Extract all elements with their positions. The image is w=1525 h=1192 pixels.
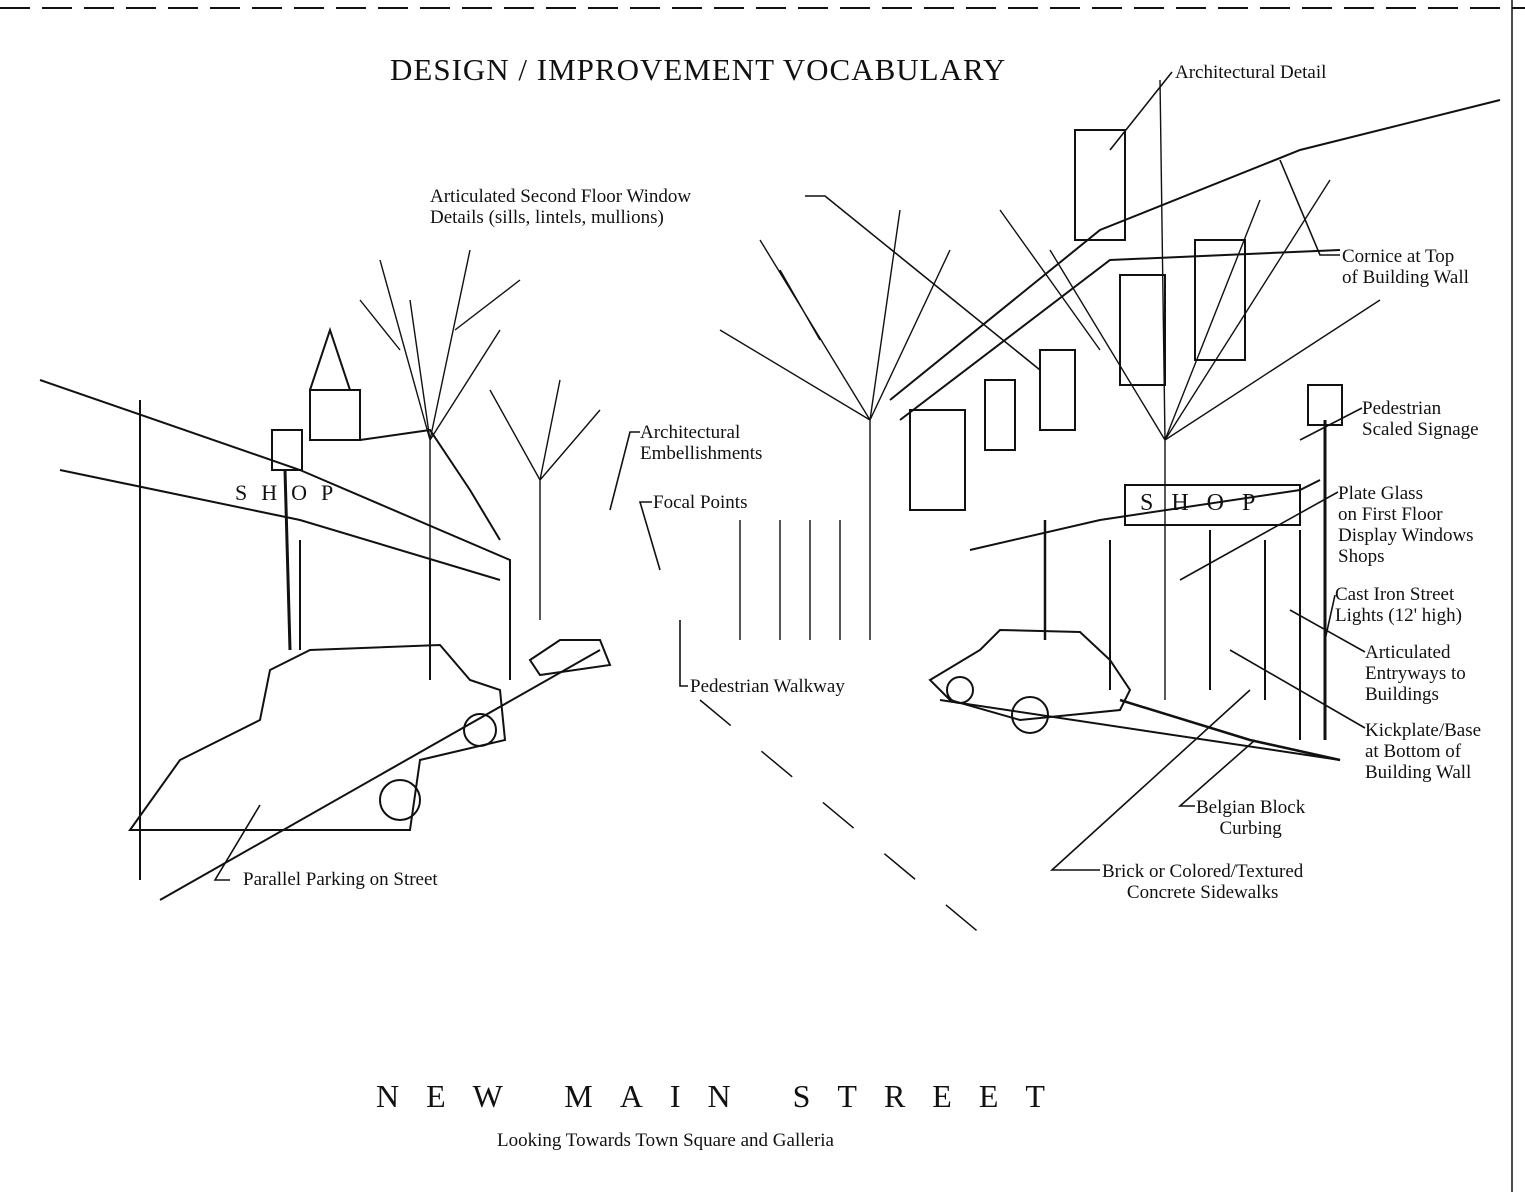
- shop-sign-right: [1124, 484, 1301, 526]
- footer-heading: NEW MAIN STREET: [376, 1078, 1072, 1114]
- label-line: Embellishments: [640, 443, 763, 464]
- label-line: Shops: [1338, 546, 1385, 567]
- label-line: Articulated Second Floor Window: [430, 186, 692, 207]
- label-line: on First Floor: [1338, 504, 1443, 525]
- left-buildings: [39, 326, 511, 880]
- label-line: Pedestrian: [1362, 398, 1442, 419]
- label-line: Belgian Block: [1196, 797, 1306, 818]
- shop-sign-text-left: SHOP: [235, 480, 348, 505]
- label-line: Details (sills, lintels, mullions): [430, 207, 664, 228]
- label-line: Entryways to: [1365, 663, 1466, 684]
- label-line: at Bottom of: [1365, 741, 1462, 762]
- label-line: Scaled Signage: [1362, 419, 1479, 440]
- label-pedestrian-walkway: Pedestrian Walkway: [690, 676, 845, 697]
- label-parallel-parking: Parallel Parking on Street: [243, 869, 438, 890]
- footer-subtitle: Looking Towards Town Square and Galleria: [497, 1130, 834, 1151]
- street: [159, 649, 1341, 951]
- label-line: Kickplate/Base: [1365, 720, 1482, 741]
- label-line: Architectural Detail: [1175, 62, 1327, 83]
- parked-cars: [128, 628, 1132, 831]
- leader-lines: [213, 71, 1366, 881]
- label-line: Buildings: [1365, 684, 1439, 705]
- label-line: Focal Points: [653, 492, 748, 513]
- right-buildings: [271, 99, 1501, 740]
- label-architectural-detail: Architectural Detail: [1175, 62, 1326, 83]
- label-line: Plate Glass: [1338, 483, 1423, 504]
- trees: [359, 79, 1381, 700]
- label-line: Concrete Sidewalks: [1126, 882, 1279, 903]
- label-line: Curbing: [1219, 818, 1282, 839]
- label-line: Parallel Parking on Street: [243, 869, 438, 890]
- label-focal-points: Focal Points: [653, 492, 747, 513]
- shop-sign-text: SHOP: [1140, 490, 1274, 516]
- label-line: Display Windows: [1338, 525, 1474, 546]
- label-line: Articulated: [1365, 642, 1451, 663]
- label-line: Brick or Colored/Textured: [1102, 861, 1304, 882]
- label-line: Cornice at Top: [1342, 246, 1455, 267]
- label-line: Pedestrian Walkway: [690, 676, 845, 697]
- label-line: of Building Wall: [1342, 267, 1469, 288]
- label-line: Architectural: [640, 422, 741, 443]
- label-line: Lights (12' high): [1335, 605, 1462, 626]
- label-line: Building Wall: [1365, 762, 1472, 783]
- label-line: Cast Iron Street: [1335, 584, 1455, 605]
- page-title: DESIGN / IMPROVEMENT VOCABULARY: [390, 52, 1007, 87]
